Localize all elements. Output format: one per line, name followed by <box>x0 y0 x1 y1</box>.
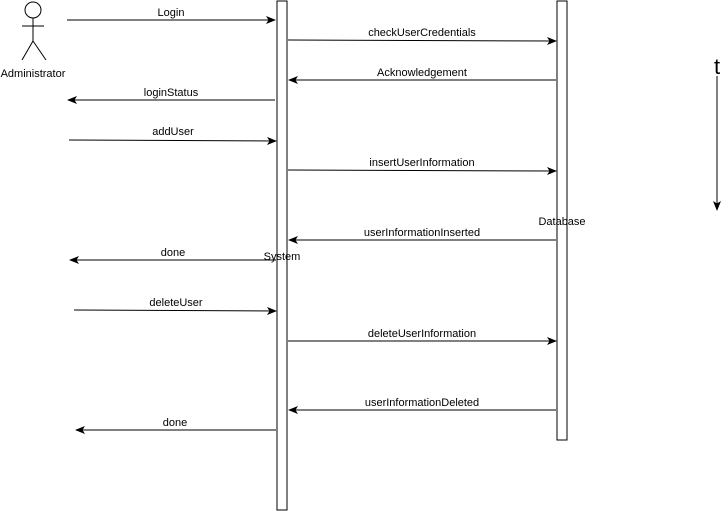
lifeline-system: System <box>264 0 301 511</box>
message-delete-user: deleteUser <box>73 297 277 315</box>
lifeline-database: Database <box>538 0 586 441</box>
actor-administrator: Administrator <box>1 1 66 80</box>
message-add-user: addUser <box>68 126 277 145</box>
message-user-information-inserted: userInformationInserted <box>288 227 556 244</box>
actor-name: Administrator <box>1 68 66 80</box>
actor-stick-figure-icon <box>21 1 47 61</box>
message-acknowledgement: Acknowledgement <box>288 67 556 84</box>
message-login: Login <box>67 7 276 24</box>
message-label: userInformationDeleted <box>365 397 479 409</box>
message-label: done <box>161 247 185 259</box>
message-label: userInformationInserted <box>364 227 480 239</box>
message-done-1: done <box>69 247 276 264</box>
message-login-status: loginStatus <box>67 87 275 104</box>
message-arrow <box>73 306 277 315</box>
database-activation-bar <box>556 0 568 441</box>
message-insert-user-information: insertUserInformation <box>287 157 557 175</box>
time-axis-label: t <box>714 54 720 79</box>
message-arrow <box>287 166 557 175</box>
message-label: done <box>163 417 187 429</box>
message-label: Acknowledgement <box>377 67 467 79</box>
message-check-user-credentials: checkUserCredentials <box>287 27 557 45</box>
system-activation-bar <box>276 0 288 511</box>
time-axis: t <box>713 54 721 211</box>
message-label: Login <box>158 7 185 19</box>
message-label: deleteUser <box>149 297 203 309</box>
message-delete-user-information: deleteUserInformation <box>288 328 557 345</box>
message-arrow <box>68 136 277 145</box>
message-done-2: done <box>75 417 276 434</box>
message-arrow <box>287 36 557 45</box>
message-label: addUser <box>152 126 194 138</box>
message-user-information-deleted: userInformationDeleted <box>288 397 556 414</box>
database-label: Database <box>538 216 585 228</box>
message-label: loginStatus <box>144 87 199 99</box>
message-label: insertUserInformation <box>369 157 474 169</box>
system-label: System <box>264 251 301 263</box>
message-label: checkUserCredentials <box>368 27 476 39</box>
message-label: deleteUserInformation <box>368 328 476 340</box>
